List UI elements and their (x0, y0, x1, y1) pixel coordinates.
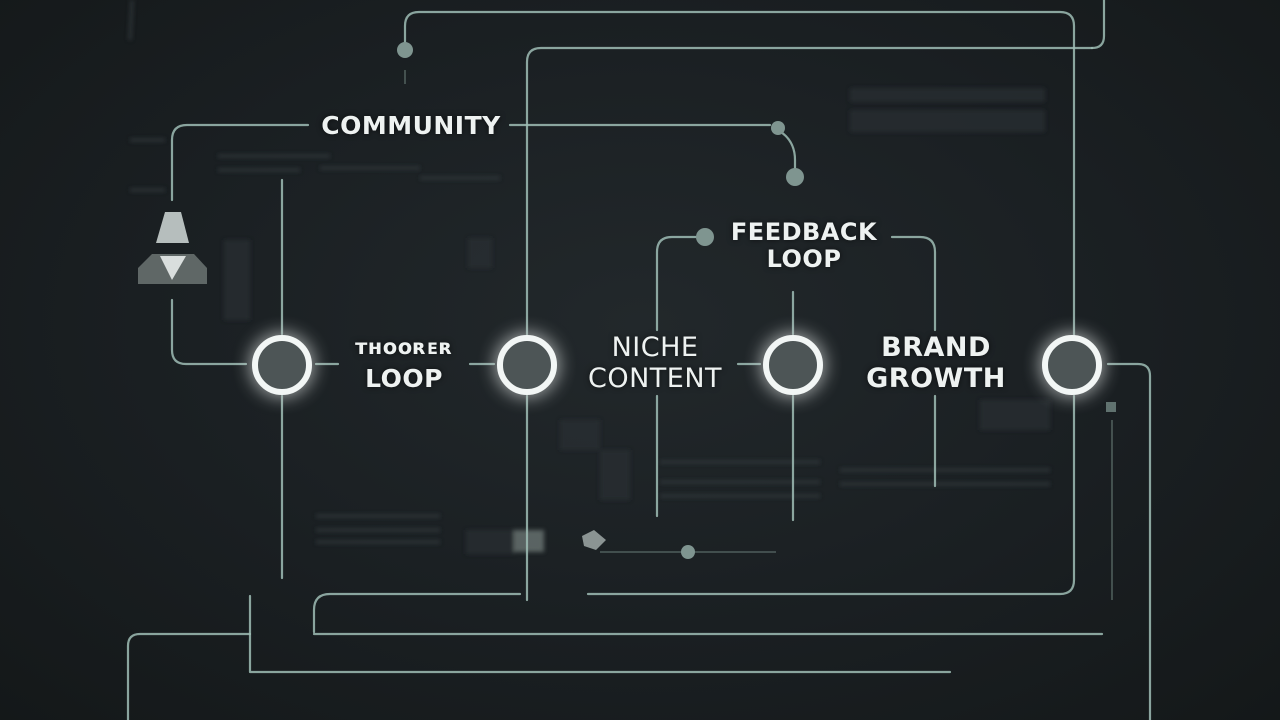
label-niche-content: NICHE CONTENT (572, 332, 738, 394)
label-niche-line1: NICHE (611, 332, 699, 363)
background-ghosts (128, 0, 1050, 554)
triangle-icon (156, 212, 189, 243)
small-cube-icon (582, 530, 606, 550)
label-community: COMMUNITY (318, 110, 504, 141)
label-community-text: COMMUNITY (321, 111, 501, 140)
junction-dots (397, 42, 1116, 559)
diamond-icon (138, 254, 207, 284)
node-brand[interactable] (1042, 335, 1102, 395)
label-brand-growth: BRAND GROWTH (858, 332, 1014, 394)
label-feedback-line1: FEEDBACK (730, 218, 878, 246)
label-brand-line1: BRAND (881, 332, 991, 363)
node-loop[interactable] (252, 335, 312, 395)
label-brand-line2: GROWTH (866, 363, 1006, 394)
label-loop-line1: ᴛʜᴏᴏʀᴇʀ (355, 335, 453, 359)
label-niche-line2: CONTENT (587, 363, 723, 394)
label-loop-line2: LOOP (365, 364, 443, 393)
wire-group-main (126, 0, 1152, 720)
label-loop: ᴛʜᴏᴏʀᴇʀ LOOP (334, 332, 474, 394)
label-feedback-loop: FEEDBACK LOOP (724, 219, 884, 273)
label-feedback-line2: LOOP (766, 245, 842, 273)
node-feedback[interactable] (763, 335, 823, 395)
node-niche[interactable] (497, 335, 557, 395)
